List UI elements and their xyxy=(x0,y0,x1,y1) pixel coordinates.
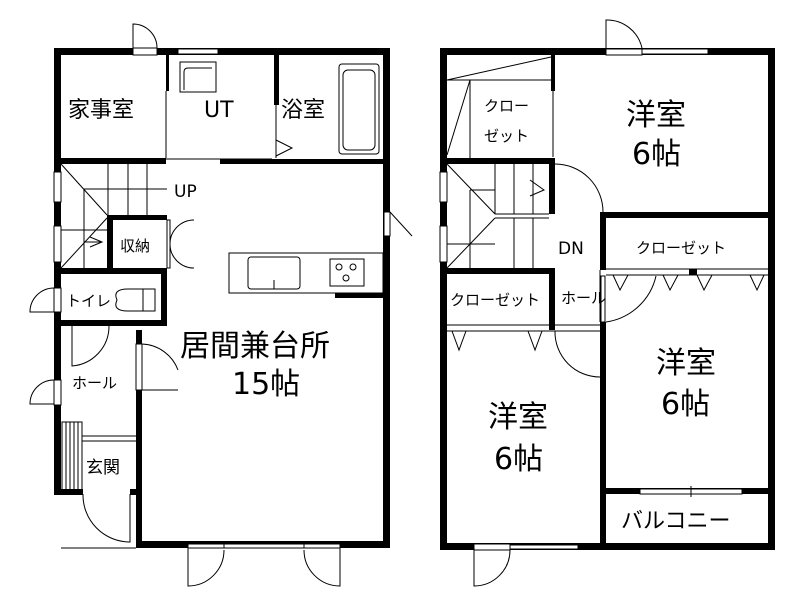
room-label-ut: UT xyxy=(204,98,234,123)
stairs-up-label: UP xyxy=(174,182,197,202)
room-size-western1: 6帖 xyxy=(632,137,681,172)
room-label-balcony: バルコニー xyxy=(621,509,731,534)
room-label-bath: 浴室 xyxy=(281,98,325,123)
room-label-western2: 洋室 xyxy=(656,346,716,381)
room-label-closet1-line1: クロー xyxy=(484,97,529,115)
floor2-plan: クロー ゼット 洋室 6帖 DN クローゼット クローゼット ホール 洋室 6帖… xyxy=(439,19,775,587)
room-size-western2: 6帖 xyxy=(661,387,710,422)
stairs-down-label: DN xyxy=(558,239,584,259)
room-size-ldk: 15帖 xyxy=(232,367,300,402)
room-label-storage: 収納 xyxy=(120,237,150,255)
room-label-entrance: 玄関 xyxy=(86,458,120,478)
room-label-hall2: ホール xyxy=(561,289,606,307)
room-label-closet3: クローゼット xyxy=(450,291,540,309)
room-label-closet1-line2: ゼット xyxy=(484,127,529,145)
floor1-plan: 家事室 UT 浴室 UP 収納 トイレ 居間兼台所 15帖 ホール 玄関 xyxy=(29,23,413,587)
room-label-toilet: トイレ xyxy=(66,292,111,310)
room-label-western3: 洋室 xyxy=(488,400,548,435)
room-label-ldk: 居間兼台所 xyxy=(180,329,330,364)
room-label-closet2: クローゼット xyxy=(636,239,726,257)
room-label-kaji: 家事室 xyxy=(68,98,134,123)
room-label-western1: 洋室 xyxy=(626,98,686,133)
room-label-hall: ホール xyxy=(72,374,117,392)
room-size-western3: 6帖 xyxy=(494,442,543,477)
